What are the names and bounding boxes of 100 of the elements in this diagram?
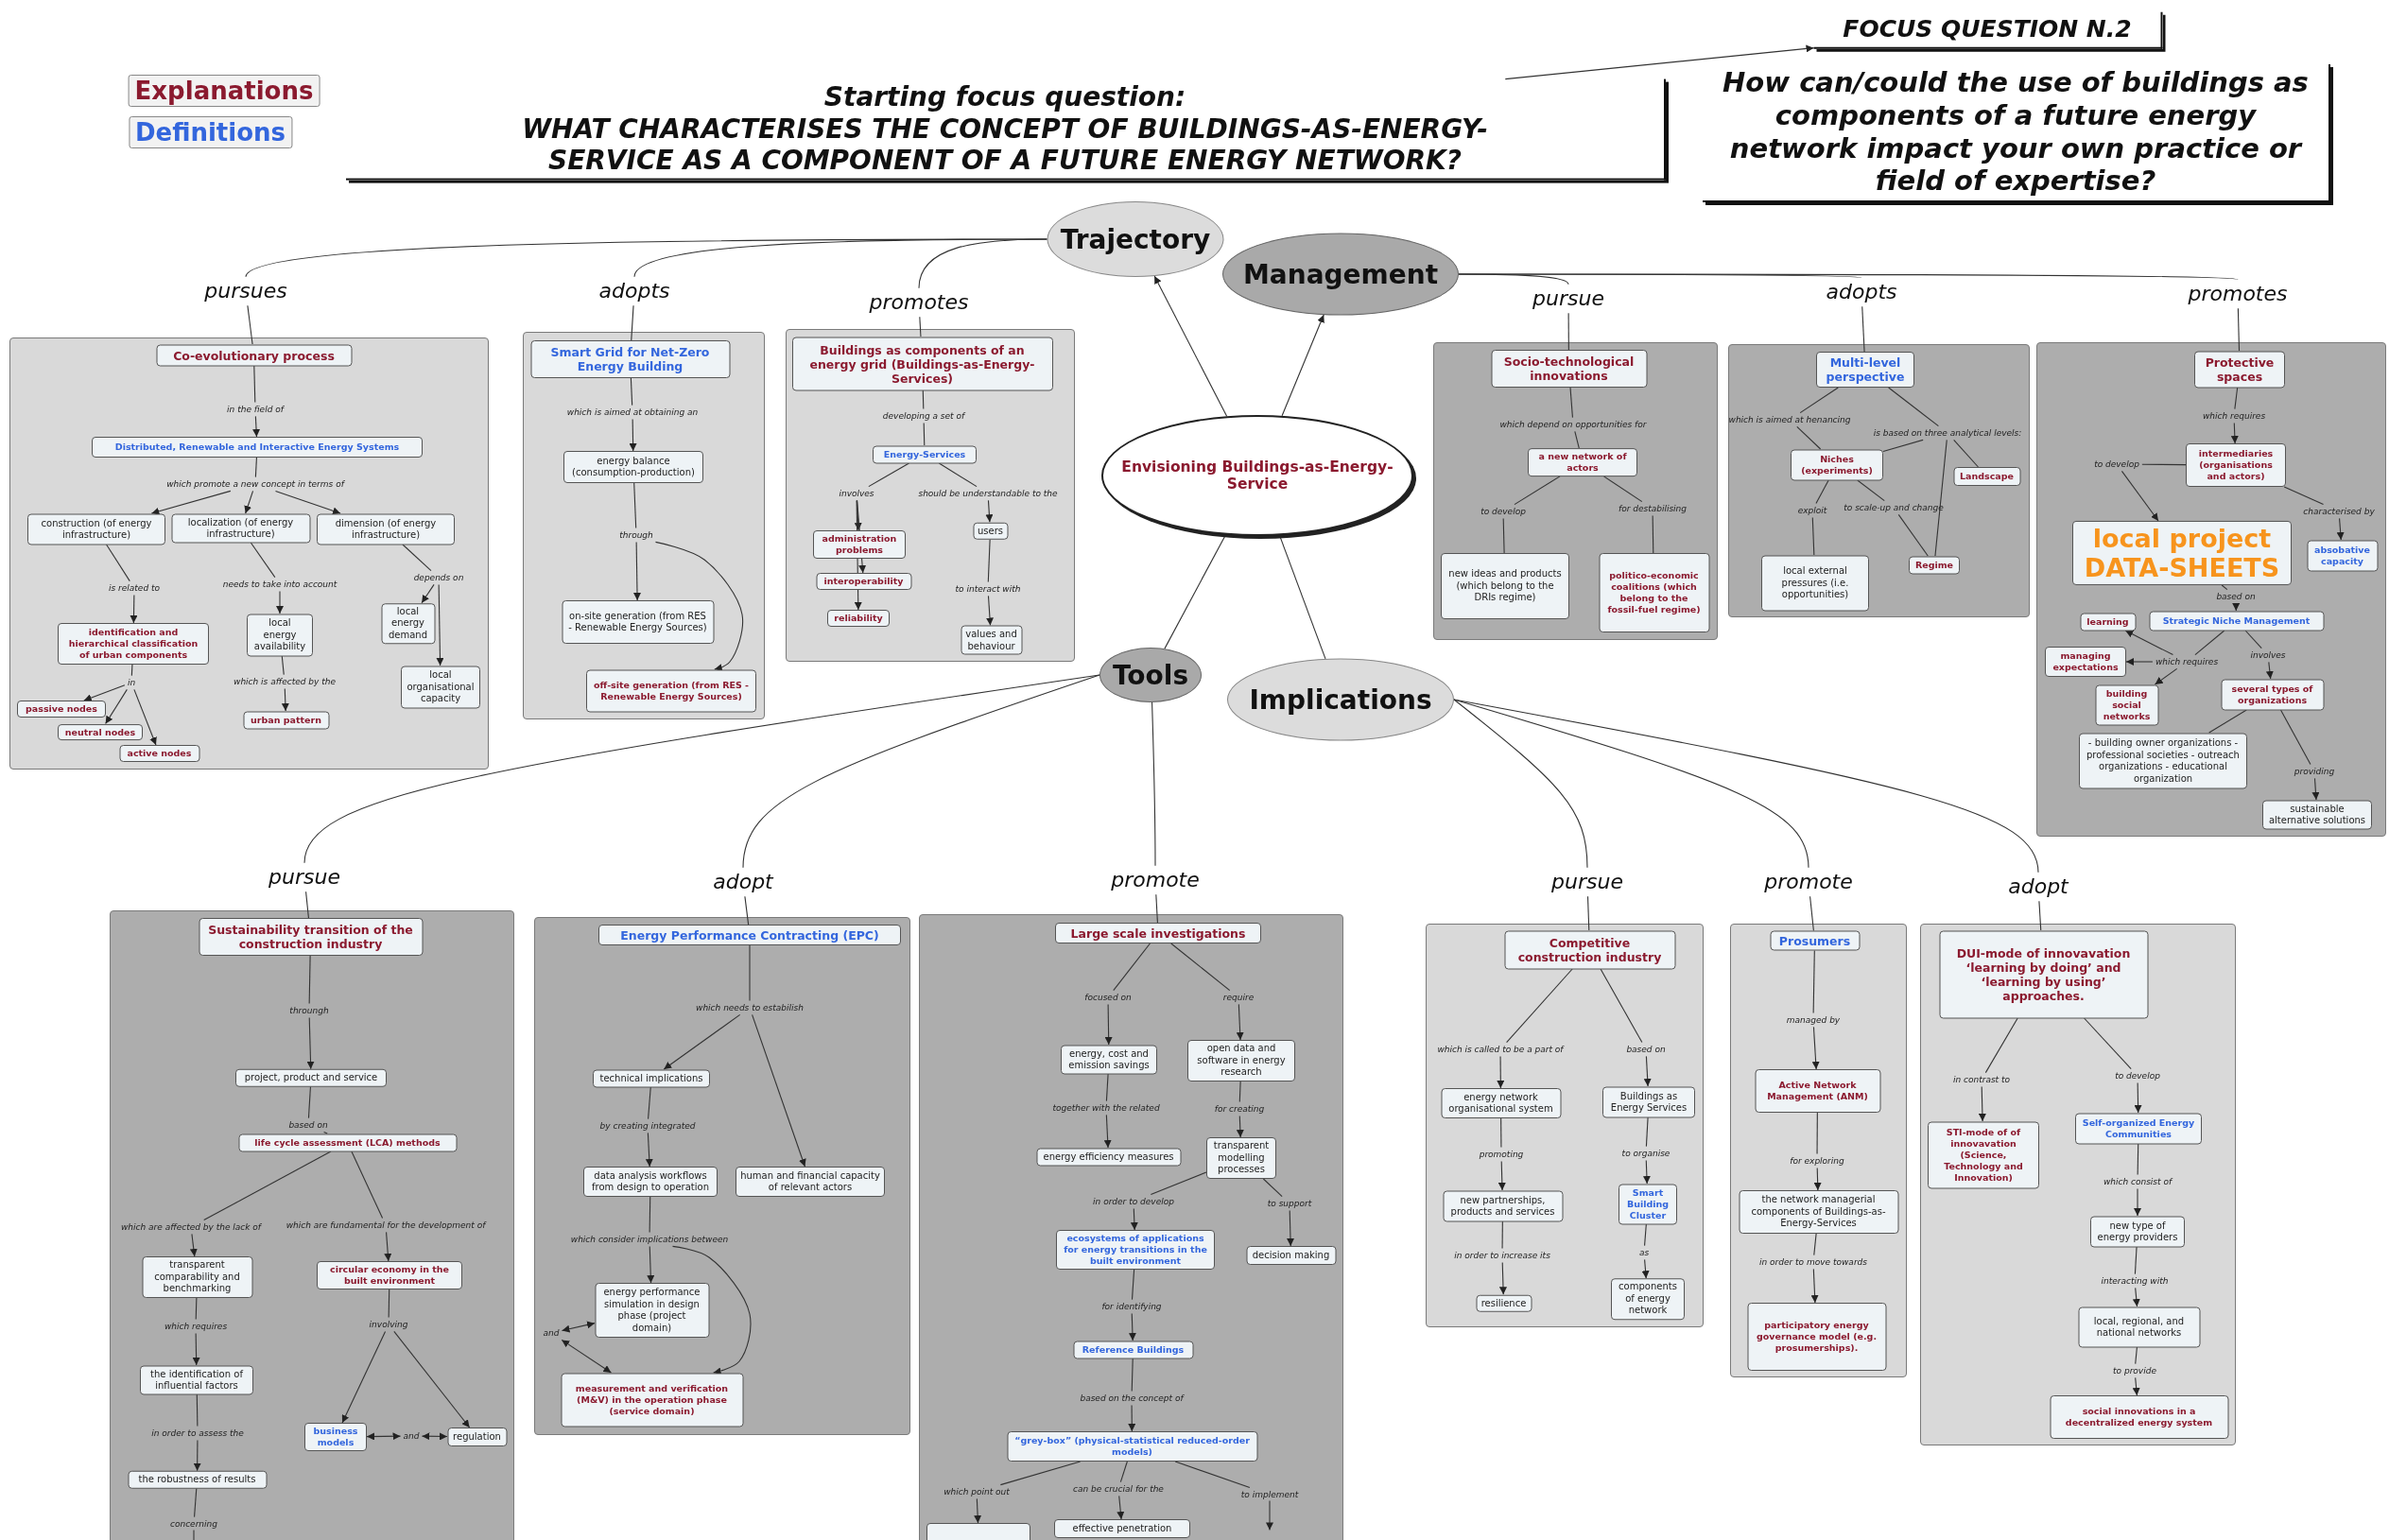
connector	[1514, 476, 1561, 506]
arrow	[1128, 1404, 1136, 1432]
linking-phrase: concerning	[169, 1518, 218, 1530]
connector	[247, 304, 253, 345]
connector	[1500, 1117, 1502, 1149]
concept-box: Energy-Services	[873, 445, 977, 463]
heading-box: Sustainability transition of the construction industry	[199, 918, 423, 956]
linking-phrase: and	[542, 1327, 561, 1339]
connector	[744, 895, 750, 926]
connector	[254, 457, 257, 478]
arrow	[1103, 1114, 1112, 1149]
arrow	[2121, 470, 2159, 522]
arrow	[663, 1013, 741, 1070]
connector	[1574, 430, 1580, 449]
connector	[1105, 1073, 1109, 1102]
arrow	[1499, 1261, 1507, 1295]
linking-phrase: which requires	[2154, 656, 2220, 667]
concept-box: Regime	[1909, 556, 1960, 574]
linking-phrase: through	[618, 529, 654, 541]
arrow	[974, 1497, 982, 1524]
group-panel	[786, 329, 1075, 662]
concept-ellipse: Management	[1222, 233, 1459, 316]
connector	[987, 539, 991, 583]
focus-question-box: How can/could the use of buildings as components of a future energy network impact your own practice or field of expertise?	[1703, 64, 2330, 202]
focus-question-tag: FOCUS QUESTION N.2	[1813, 11, 2163, 49]
arrow	[1153, 275, 1228, 417]
concept-box: participatory energy governance model (e.g. prosumerships).	[1747, 1303, 1886, 1371]
linking-phrase: depends on	[412, 572, 465, 583]
connector	[1816, 1112, 1818, 1155]
linking-phrase: in	[126, 677, 137, 688]
connector	[2084, 1017, 2132, 1070]
arrow	[421, 1432, 448, 1441]
arrow	[366, 1432, 402, 1441]
arrow	[561, 1339, 612, 1374]
arrow	[1813, 1167, 1822, 1191]
linking-phrase: which consist of	[2102, 1176, 2173, 1187]
concept-box: effective penetration	[1054, 1519, 1190, 1538]
concept-box: new ideas and products (which belong to the DRIs regime)	[1441, 553, 1569, 619]
linking-phrase: in order to move towards	[1758, 1256, 1868, 1268]
connector	[130, 664, 133, 677]
connector	[194, 1487, 198, 1518]
connector	[351, 1151, 384, 1220]
linking-phrase: should be understandable to the	[917, 488, 1059, 499]
connector	[630, 377, 633, 407]
arrow	[1978, 1085, 1986, 1122]
arrow	[1281, 314, 1324, 417]
group-panel	[1730, 924, 1907, 1377]
linking-phrase: focused on	[1083, 992, 1133, 1003]
connector	[999, 1461, 1082, 1486]
concept-box: energy efficiency measures	[1036, 1148, 1181, 1166]
concept-box: Strategic Niche Management	[2149, 611, 2324, 631]
concept-box: interoperability	[816, 573, 911, 590]
group-panel	[9, 337, 489, 770]
linking-phrase: which needs to estabilish	[695, 1002, 805, 1013]
linking-phrase: promoting	[1478, 1149, 1525, 1160]
connector	[938, 462, 978, 488]
heading-box: Prosumers	[1770, 930, 1860, 951]
concept-box: local energy availability	[247, 614, 313, 656]
linking-phrase: pursue	[1532, 286, 1604, 312]
linking-phrase: which is affected by the	[233, 676, 337, 687]
arrow	[1497, 1160, 1506, 1191]
connector	[2141, 463, 2187, 466]
linking-phrase: pursue	[268, 864, 340, 891]
concept-box: life cycle assessment (LCA) methods	[238, 1133, 457, 1151]
group-panel	[919, 914, 1343, 1540]
connector	[1857, 479, 1885, 502]
heading-box: Multi-level perspective	[1816, 352, 1914, 388]
concept-box: components of energy network	[1611, 1278, 1685, 1320]
arrow	[1236, 1003, 1244, 1041]
linking-phrase: promote	[1764, 869, 1853, 895]
linking-phrase: involves	[2249, 649, 2287, 661]
group-panel	[2036, 342, 2386, 837]
connector	[195, 1297, 198, 1321]
concept-box: Niches (experiments)	[1791, 449, 1883, 480]
connector	[923, 422, 926, 446]
connector	[1453, 699, 2039, 874]
connector	[631, 304, 634, 341]
arrow	[1810, 1268, 1819, 1304]
concept-box: absobative capacity	[2307, 540, 2378, 571]
arrow	[150, 490, 232, 515]
connector	[1569, 387, 1573, 419]
legend-item: Definitions	[128, 116, 293, 148]
group-panel	[1426, 924, 1704, 1327]
linking-phrase: based on	[1625, 1044, 1667, 1055]
concept-box: Active Network Management (ANM)	[1755, 1069, 1880, 1113]
connector	[106, 544, 130, 582]
arrow	[752, 1013, 806, 1168]
connector	[633, 482, 637, 529]
linking-phrase: which point out	[943, 1486, 1011, 1497]
connector	[1644, 1223, 1647, 1247]
concept-box: dimension (of energy infrastructure)	[317, 513, 455, 545]
linking-phrase: adopt	[713, 869, 773, 895]
heading: Starting focus question:	[822, 80, 1187, 113]
concept-box: Distributed, Renewable and Interactive Energy Systems	[92, 437, 423, 458]
concept-box: - building owner organizations - professional societies - outreach organizations - educational organization	[2079, 733, 2247, 788]
connector	[1113, 943, 1151, 992]
linking-phrase: adopts	[1826, 279, 1897, 305]
connector	[1984, 1017, 2018, 1074]
linking-phrase: adopts	[598, 278, 670, 304]
connector	[2137, 1143, 2139, 1176]
